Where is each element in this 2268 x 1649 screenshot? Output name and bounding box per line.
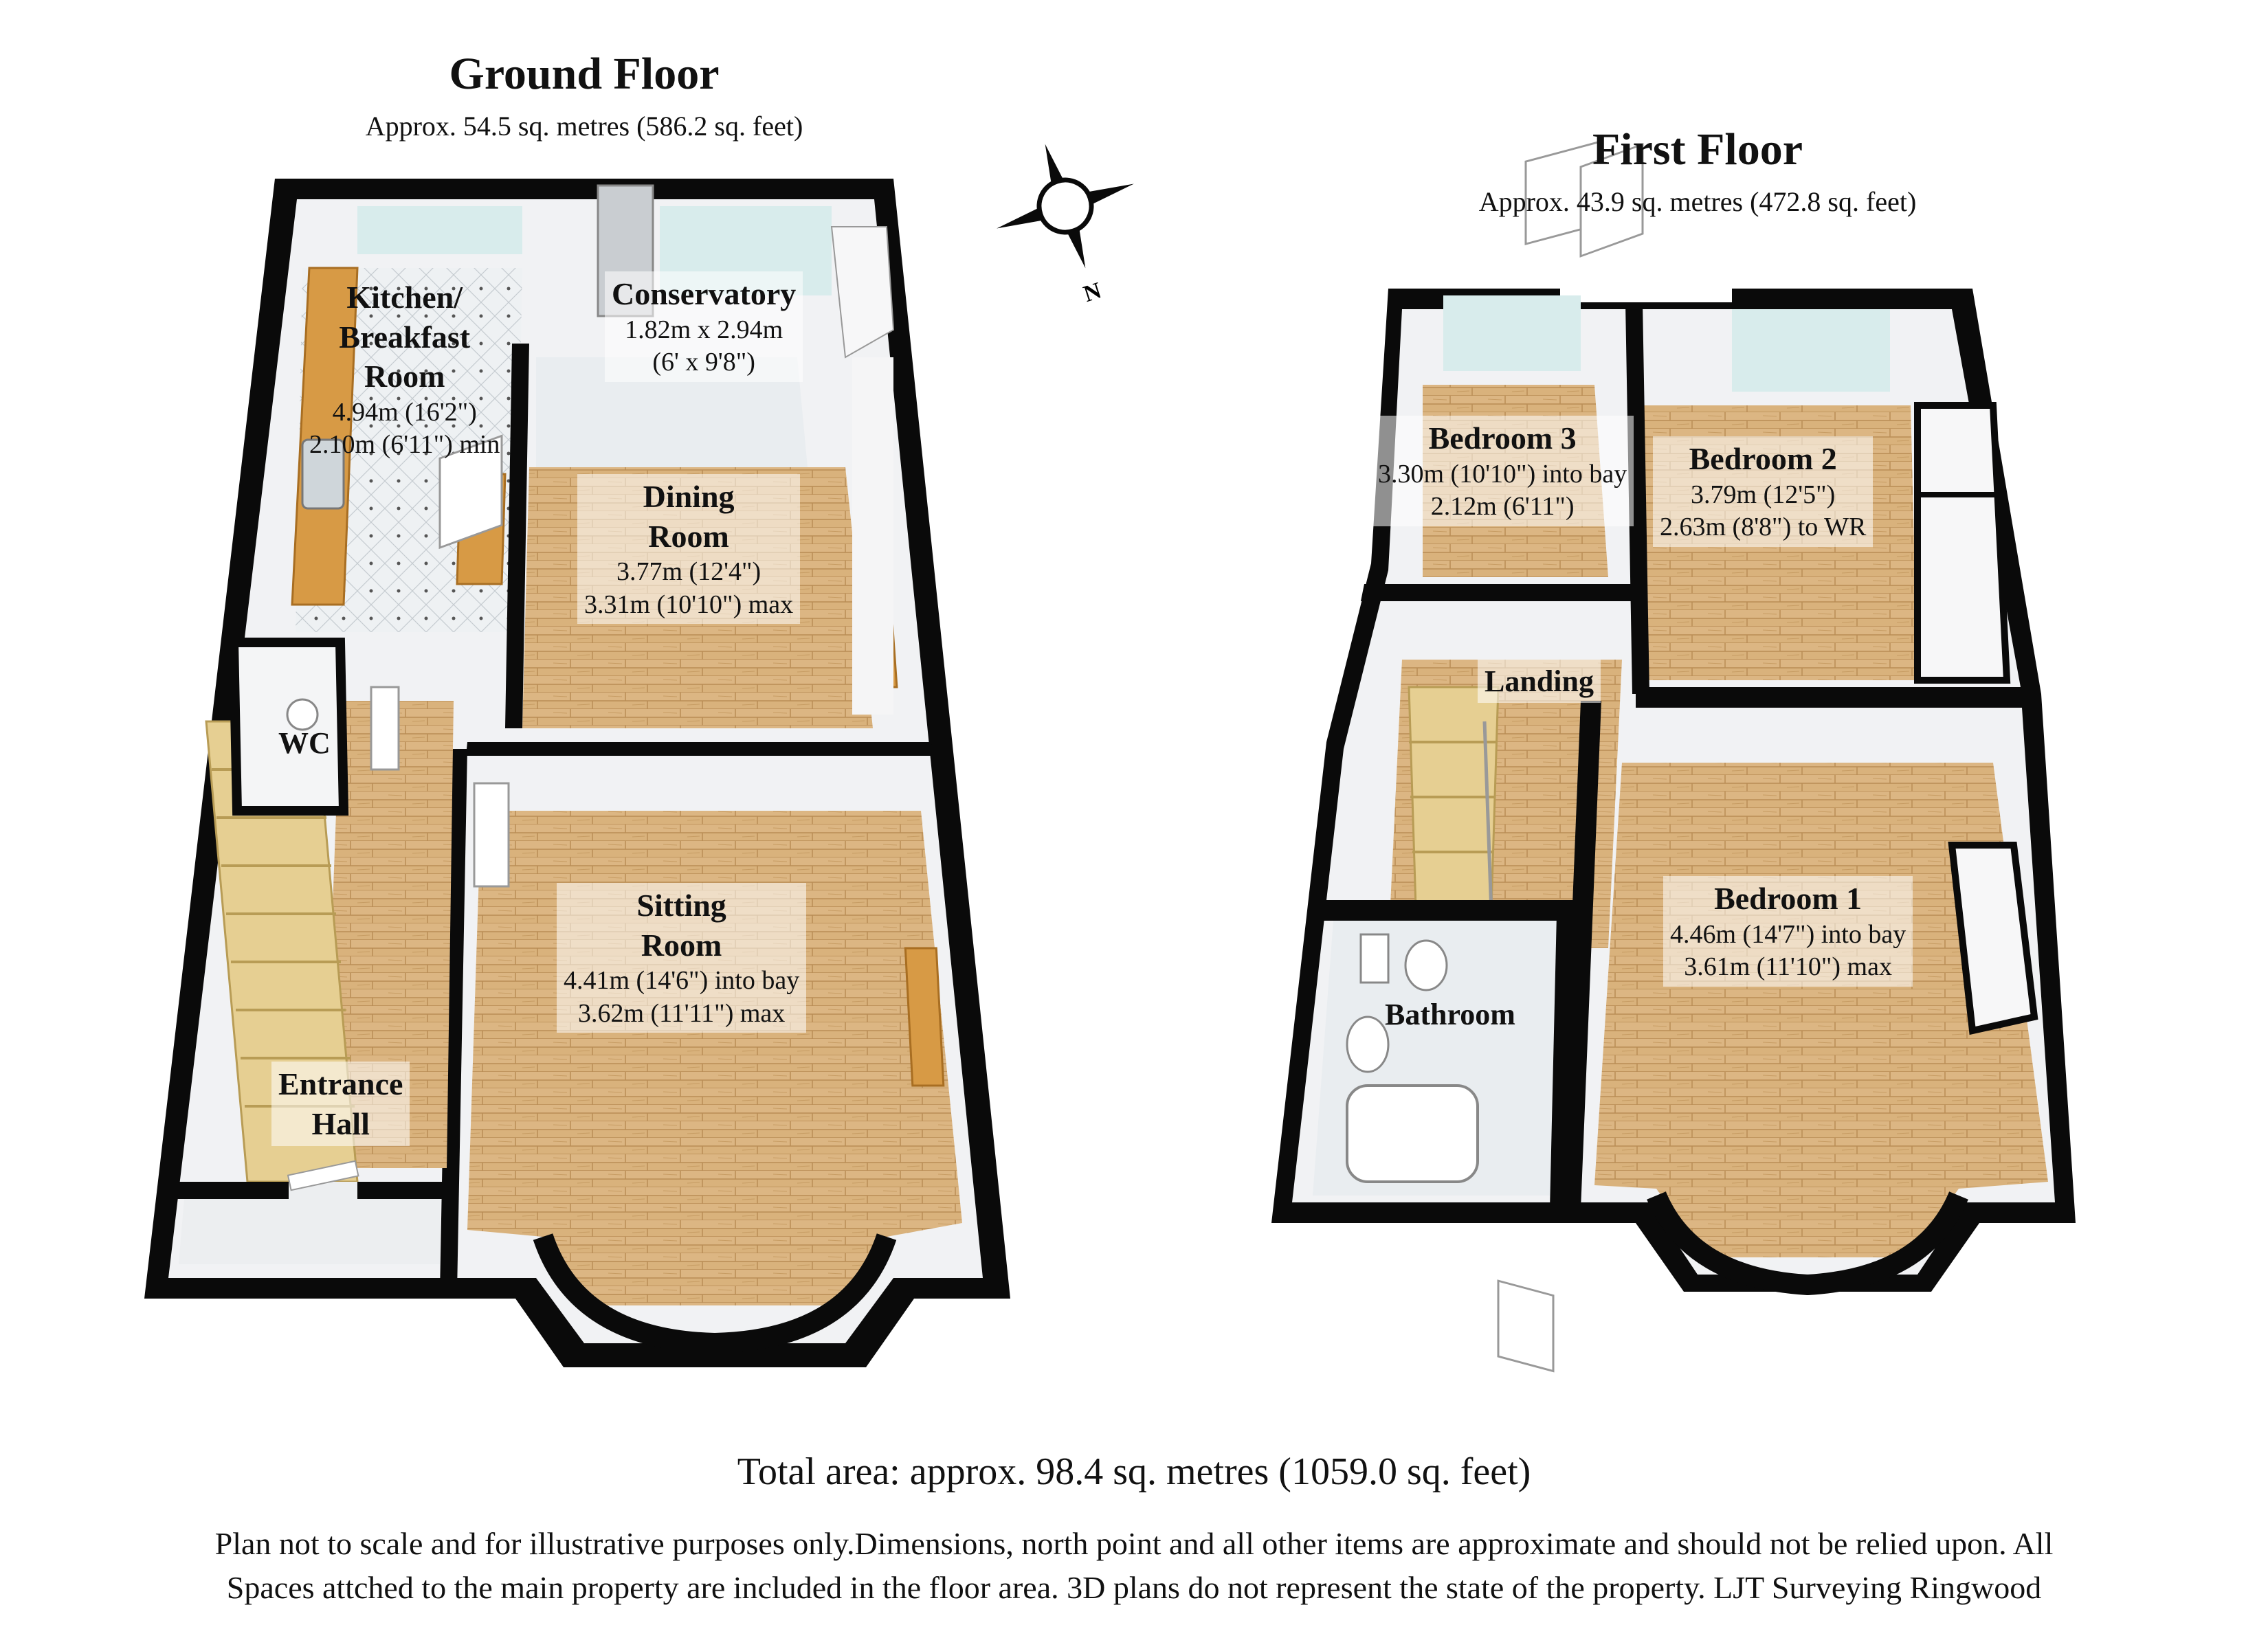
bedroom-1-label: Bedroom 1 4.46m (14'7") into bay 3.61m (… xyxy=(1663,876,1913,987)
ground-floor-title: Ground Floor xyxy=(449,49,720,99)
bedroom-3-label: Bedroom 3 3.30m (10'10") into bay 2.12m … xyxy=(1371,416,1634,526)
first-floor-plan xyxy=(1271,139,2076,1373)
first-floor-area: Approx. 43.9 sq. metres (472.8 sq. feet) xyxy=(1478,186,1917,217)
landing-label: Landing xyxy=(1478,660,1601,703)
first-floor-stairs xyxy=(1408,686,1500,915)
kitchen-label: Kitchen/ Breakfast Room 4.94m (16'2") 2.… xyxy=(309,280,500,459)
disclaimer-line: Plan not to scale and for illustrative p… xyxy=(214,1526,2054,1561)
ground-floor-area: Approx. 54.5 sq. metres (586.2 sq. feet) xyxy=(365,111,803,142)
kitchen-sink xyxy=(301,438,345,510)
disclaimer: Plan not to scale and for illustrative p… xyxy=(41,1522,2227,1611)
entrance-hall-floor xyxy=(323,701,454,1168)
ground-floor-plan xyxy=(144,179,1010,1367)
bedroom-2-wardrobe xyxy=(1914,402,2011,684)
first-floor-title: First Floor xyxy=(1592,124,1803,175)
basin xyxy=(1346,1016,1390,1073)
disclaimer-line: Spaces attched to the main property are … xyxy=(226,1570,2042,1606)
compass-north-label: N xyxy=(1080,278,1104,307)
bathroom-label: Bathroom xyxy=(1385,998,1515,1031)
wc-room xyxy=(228,638,349,816)
entrance-hall-label: Entrance Hall xyxy=(271,1062,410,1146)
wc-label: WC xyxy=(278,726,331,760)
bedroom-1-wardrobe xyxy=(1948,842,2038,1035)
total-area: Total area: approx. 98.4 sq. metres (105… xyxy=(737,1450,1531,1493)
bedroom-2-label: Bedroom 2 3.79m (12'5") 2.63m (8'8") to … xyxy=(1653,436,1874,547)
compass-north-icon xyxy=(997,144,1134,269)
kitchen-worktop-left xyxy=(291,267,359,606)
conservatory-floor xyxy=(536,357,808,467)
conservatory-label: Conservatory 1.82m x 2.94m (6' x 9'8") xyxy=(605,271,803,382)
toilet xyxy=(1404,939,1448,991)
bath-tub xyxy=(1346,1084,1479,1183)
dining-room-label: Dining Room 3.77m (12'4") 3.31m (10'10")… xyxy=(577,474,801,624)
sitting-room-label: Sitting Room 4.41m (14'6") into bay 3.62… xyxy=(557,883,807,1033)
sitting-room-sideboard xyxy=(904,947,945,1087)
